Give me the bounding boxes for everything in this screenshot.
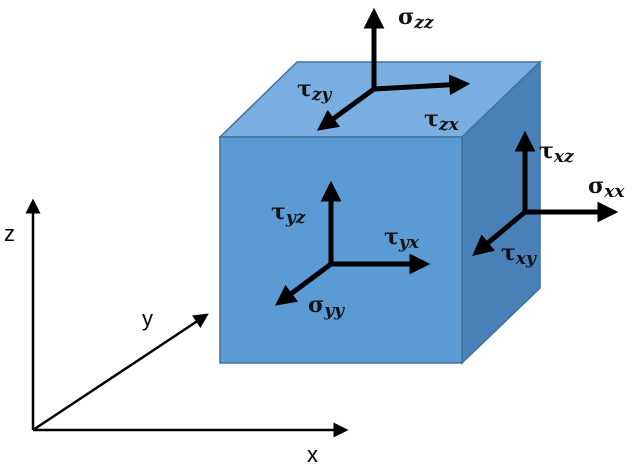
tau-zx-arrow bbox=[373, 74, 471, 96]
tau-yz-label: τyz bbox=[271, 199, 306, 228]
tau-zy-arrow bbox=[316, 86, 376, 131]
sigma-yy-label: σyy bbox=[308, 292, 345, 321]
front-face-stresses: τyz τyx σyy bbox=[271, 180, 431, 321]
cube bbox=[218, 60, 542, 365]
y-axis-label: y bbox=[142, 306, 153, 331]
tau-yx-label: τyx bbox=[384, 224, 420, 253]
cube-front-face bbox=[219, 136, 463, 364]
tau-xz-label: τxz bbox=[539, 138, 574, 167]
top-face-stresses: σzz τzy τzx bbox=[297, 4, 471, 135]
tau-zx-label: τzx bbox=[424, 106, 459, 135]
tau-xy-arrow bbox=[472, 210, 527, 257]
sigma-yy-arrow bbox=[274, 261, 333, 306]
side-face-stresses: τxz σxx τxy bbox=[472, 130, 625, 269]
tau-xy-label: τxy bbox=[501, 240, 537, 269]
tau-zy-label: τzy bbox=[297, 76, 332, 105]
coordinate-axes: z y x bbox=[4, 198, 349, 465]
z-axis-label: z bbox=[4, 221, 15, 246]
x-axis-label: x bbox=[307, 442, 318, 465]
sigma-zz-label: σzz bbox=[398, 4, 434, 33]
y-axis-arrow bbox=[32, 313, 209, 432]
sigma-xx-label: σxx bbox=[588, 173, 625, 202]
